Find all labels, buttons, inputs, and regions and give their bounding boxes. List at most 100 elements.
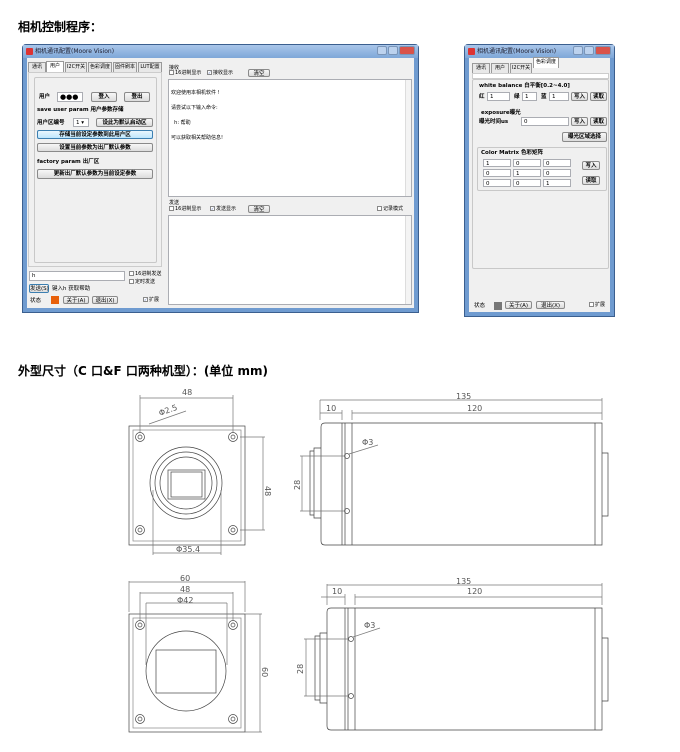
recv-clear-button[interactable]: 清空	[248, 69, 270, 77]
user-label: 用户	[39, 94, 51, 100]
dim-spacing: 28	[293, 480, 302, 490]
matrix-section-label: Color Matrix 色彩矩阵	[481, 150, 543, 156]
recv-line: 欢迎使用本相机软件 !	[171, 90, 220, 96]
window-title: 相机通讯配置(Moore Vision)	[477, 48, 557, 55]
user-zone-select[interactable]: 1 ▾	[73, 118, 89, 127]
exposure-input[interactable]: 0	[521, 117, 569, 126]
close-button[interactable]	[399, 46, 415, 55]
exit-button[interactable]: 退出(X)	[92, 296, 118, 304]
expand-checkbox[interactable]: ✓扩展	[143, 297, 160, 303]
f-mount-side-view	[304, 583, 609, 731]
exposure-read-button[interactable]: 读取	[590, 117, 607, 126]
matrix-write-button[interactable]: 写入	[582, 161, 600, 170]
hex-send-checkbox[interactable]: 16进制发送	[129, 271, 161, 278]
dim-body: 120	[467, 404, 482, 413]
about-button[interactable]: 关于(A)	[505, 301, 532, 309]
red-label: 红	[479, 94, 485, 100]
dim-total: 135	[456, 392, 471, 401]
store-to-zone-button[interactable]: 存储当前设定参数到此用户区	[37, 130, 153, 139]
exposure-label: 曝光时间us	[479, 119, 509, 125]
tab-comm[interactable]: 通讯	[28, 62, 46, 72]
title-bar: 相机通讯配置(Moore Vision)	[465, 45, 614, 58]
tab-user[interactable]: 用户	[491, 63, 509, 73]
status-label: 状态	[30, 298, 42, 304]
tab-comm[interactable]: 通讯	[472, 63, 490, 73]
wb-write-button[interactable]: 写入	[571, 92, 588, 101]
recv-display-checkbox[interactable]: ✓接收显示	[207, 70, 234, 76]
minimize-button[interactable]	[377, 46, 387, 55]
command-input[interactable]: h	[29, 271, 125, 281]
dim-width: 48	[180, 585, 190, 594]
receive-textarea[interactable]: 欢迎使用本相机软件 ! 请尝试以下输入命令: h: 帮助 可以获取相关帮助信息!	[168, 79, 412, 197]
exposure-area-button[interactable]: 曝光区域选择	[562, 132, 607, 142]
app-icon	[26, 48, 33, 55]
send-clear-button[interactable]: 清空	[248, 205, 270, 213]
send-scrollbar[interactable]	[405, 216, 411, 304]
dim-hole: Φ2.5	[158, 403, 179, 418]
tab-i2c[interactable]: I2C开关	[65, 62, 87, 72]
set-factory-default-button[interactable]: 设置当前参数为出厂默认参数	[37, 143, 153, 152]
send-textarea[interactable]	[168, 215, 412, 305]
recv-hex-checkbox[interactable]: 16进制显示	[169, 70, 201, 77]
receive-scrollbar[interactable]	[405, 80, 411, 196]
exposure-write-button[interactable]: 写入	[571, 117, 588, 126]
matrix-cell[interactable]: 0	[543, 159, 571, 167]
blue-label: 蓝	[541, 94, 547, 100]
factory-section-label: factory param 出厂区	[37, 159, 100, 165]
matrix-cell[interactable]: 0	[483, 179, 511, 187]
send-button[interactable]: 发送(S)	[29, 284, 49, 293]
login-button[interactable]: 登入	[91, 92, 117, 102]
tab-lut[interactable]: LUT配置	[138, 62, 162, 72]
blue-input[interactable]: 1	[549, 92, 569, 101]
app-icon	[468, 48, 475, 55]
update-factory-button[interactable]: 更新出厂默认参数为当前设定参数	[37, 169, 153, 179]
title-bar: 相机通讯配置(Moore Vision)	[23, 45, 418, 58]
matrix-cell[interactable]: 0	[513, 179, 541, 187]
dim-total: 135	[456, 577, 471, 586]
log-mode-checkbox[interactable]: 记录模式	[377, 206, 403, 213]
matrix-cell[interactable]: 0	[543, 169, 571, 177]
matrix-cell[interactable]: 1	[483, 159, 511, 167]
status-label: 状态	[474, 303, 486, 309]
f-mount-front-view	[128, 581, 262, 733]
matrix-cell[interactable]: 1	[513, 169, 541, 177]
timed-send-checkbox[interactable]: 定时发送	[129, 279, 155, 286]
dim-outer: 60	[180, 574, 190, 583]
exit-button[interactable]: 退出(X)	[536, 301, 565, 309]
wb-section-label: white balance 白平衡[0.2~4.0]	[479, 83, 570, 89]
matrix-cell[interactable]: 1	[543, 179, 571, 187]
matrix-cell[interactable]: 0	[513, 159, 541, 167]
send-label: 发送	[169, 200, 180, 206]
matrix-read-button[interactable]: 读取	[582, 176, 600, 185]
send-display-checkbox[interactable]: ✓发送显示	[210, 206, 237, 212]
dim-screw: Φ3	[364, 621, 375, 630]
status-indicator	[494, 302, 502, 310]
logout-button[interactable]: 登出	[124, 92, 150, 102]
tab-color[interactable]: 色彩调度	[88, 62, 112, 72]
red-input[interactable]: 1	[487, 92, 510, 101]
help-hint: 键入h 获取帮助	[52, 286, 91, 292]
recv-line: 请尝试以下输入命令:	[171, 105, 218, 111]
tab-bar: 通讯 用户 I2C开关 色彩调度 固件刷本 LUT配置	[28, 61, 164, 72]
green-label: 绿	[514, 94, 520, 100]
close-button[interactable]	[595, 46, 611, 55]
green-input[interactable]: 1	[522, 92, 537, 101]
matrix-cell[interactable]: 0	[483, 169, 511, 177]
maximize-button[interactable]	[388, 46, 398, 55]
wb-read-button[interactable]: 读取	[590, 92, 607, 101]
dim-screw: Φ3	[362, 438, 373, 447]
minimize-button[interactable]	[573, 46, 583, 55]
send-hex-checkbox[interactable]: 16进制显示	[169, 206, 201, 213]
set-default-zone-button[interactable]: 设此为默认启动区	[96, 118, 153, 127]
tab-user[interactable]: 用户	[46, 61, 64, 72]
about-button[interactable]: 关于(A)	[63, 296, 89, 304]
password-input[interactable]: ●●●	[57, 92, 83, 102]
save-section-label: save user param 用户参数存储	[37, 107, 124, 113]
tab-color[interactable]: 色彩调度	[533, 57, 559, 68]
expand-checkbox[interactable]: 扩展	[589, 302, 605, 309]
dim-lens: Φ35.4	[176, 545, 200, 554]
tab-i2c[interactable]: I2C开关	[510, 63, 532, 73]
maximize-button[interactable]	[584, 46, 594, 55]
dim-width: 48	[182, 388, 192, 397]
tab-firmware[interactable]: 固件刷本	[113, 62, 137, 72]
